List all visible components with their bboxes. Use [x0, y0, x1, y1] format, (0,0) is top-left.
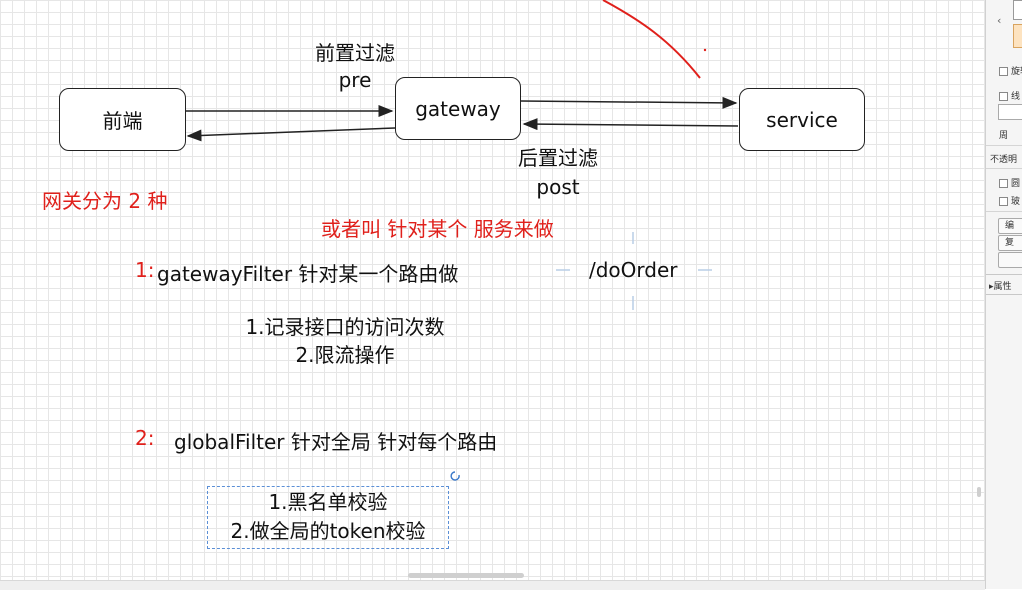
- arrow-gateway-to-frontend: [186, 127, 396, 142]
- service-node-label: service: [766, 107, 838, 132]
- item2-number: 2:: [135, 426, 155, 450]
- glass-checkbox[interactable]: [999, 197, 1008, 206]
- item2-details[interactable]: 1.黑名单校验 2.做全局的token校验: [207, 488, 449, 546]
- red-pen-dot: [703, 48, 707, 52]
- copy-style-button[interactable]: 复: [998, 235, 1022, 251]
- rotate-icon: [450, 471, 460, 481]
- properties-section-label[interactable]: 属性: [993, 282, 1012, 292]
- item1-path[interactable]: /doOrder: [589, 258, 678, 282]
- item2-text[interactable]: globalFilter 针对全局 针对每个路由: [174, 430, 498, 454]
- format-panel: ‹ 旋转 线 周 不透明 圆 玻 编 复 ▸属性: [985, 0, 1022, 589]
- red-pen-stroke: [602, 0, 701, 79]
- service-node[interactable]: service: [739, 88, 865, 151]
- section-expand-icon[interactable]: ▸: [989, 282, 994, 292]
- pre-filter-label[interactable]: 前置过滤 pre: [300, 40, 410, 94]
- panel-line-select[interactable]: [998, 104, 1022, 120]
- panel-row-a: 旋转: [1011, 67, 1022, 77]
- move-handle-icon: [556, 232, 712, 310]
- rounded-checkbox[interactable]: [999, 179, 1008, 188]
- panel-swatch-white[interactable]: [1013, 0, 1022, 20]
- arrow-gateway-to-service: [520, 96, 738, 109]
- panel-swatch-orange[interactable]: [1013, 24, 1022, 48]
- arrow-service-to-gateway: [522, 118, 739, 131]
- pre-filter-label-cn: 前置过滤: [315, 41, 395, 65]
- panel-row-c: 周: [999, 131, 1009, 141]
- gateway-node-label: gateway: [415, 96, 501, 121]
- item2-detail-2: 2.做全局的token校验: [230, 519, 426, 543]
- item1-number: 1:: [135, 258, 155, 282]
- item2-detail-1: 1.黑名单校验: [268, 490, 388, 514]
- line-checkbox[interactable]: [999, 92, 1008, 101]
- item1-details[interactable]: 1.记录接口的访问次数 2.限流操作: [215, 313, 475, 369]
- item1-text[interactable]: gatewayFilter 针对某一个路由做: [157, 262, 459, 286]
- connector-layer: [186, 0, 739, 481]
- selected-shape-outline[interactable]: [207, 486, 449, 549]
- gateway-types-note[interactable]: 网关分为 2 种: [42, 189, 168, 213]
- page-tabs-bar[interactable]: [0, 580, 985, 590]
- post-filter-label-en: post: [536, 175, 580, 199]
- item1-detail-2: 2.限流操作: [295, 343, 395, 367]
- frontend-node[interactable]: 前端: [59, 88, 186, 151]
- edit-style-button[interactable]: 编: [998, 218, 1022, 234]
- post-filter-label-cn: 后置过滤: [518, 146, 598, 170]
- panel-extra-button[interactable]: [998, 252, 1022, 268]
- panel-row-d: 不透明: [990, 155, 1018, 165]
- panel-collapse-icon[interactable]: ‹: [997, 14, 1002, 27]
- panel-row-f: 玻: [1011, 197, 1021, 207]
- panel-row-e: 圆: [1011, 179, 1021, 189]
- post-filter-label[interactable]: 后置过滤 post: [503, 144, 613, 202]
- rotate-checkbox[interactable]: [999, 67, 1008, 76]
- horizontal-scrollbar[interactable]: [408, 573, 524, 578]
- pre-filter-label-en: pre: [338, 68, 372, 92]
- panel-row-b: 线: [1011, 92, 1021, 102]
- frontend-node-label: 前端: [102, 109, 143, 133]
- gateway-node[interactable]: gateway: [395, 77, 521, 140]
- item1-detail-1: 1.记录接口的访问次数: [245, 315, 445, 339]
- vertical-scrollbar[interactable]: [977, 487, 981, 497]
- or-called-note[interactable]: 或者叫 针对某个 服务来做: [321, 217, 554, 241]
